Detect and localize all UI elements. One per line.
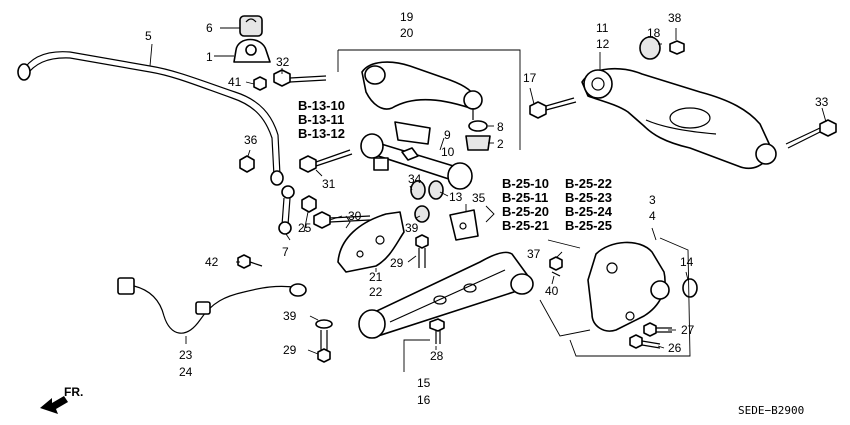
- reference-group-lower: B-25-10 B-25-11 B-25-20 B-25-21 B-25-22 …: [502, 176, 613, 233]
- callout-2: 2: [497, 137, 504, 151]
- callout-20: 20: [400, 26, 414, 40]
- callout-41: 41: [228, 75, 242, 89]
- knuckle: [587, 241, 670, 332]
- stabilizer-link: [278, 185, 295, 235]
- boot-8: [468, 120, 488, 132]
- stabilizer-bushing: [239, 15, 263, 37]
- bolt-14: [682, 278, 698, 298]
- cap-18: [639, 36, 661, 60]
- bushing-34: [410, 180, 426, 200]
- bolt-42: [237, 254, 263, 269]
- bolt-26: [629, 334, 661, 349]
- callout-16: 16: [417, 393, 431, 407]
- callout-9: 9: [444, 128, 451, 142]
- ref-b-13-12: B-13-12: [298, 126, 345, 141]
- callout-5: 5: [145, 29, 152, 43]
- diagram-code: SEDE−B2900: [738, 404, 804, 417]
- callout-14: 14: [680, 255, 694, 269]
- callout-32: 32: [276, 55, 290, 69]
- ref-b-25-22: B-25-22: [565, 176, 612, 191]
- washer-39-lower: [315, 319, 333, 329]
- ref-b-25-20: B-25-20: [502, 204, 549, 219]
- callout-12: 12: [596, 37, 610, 51]
- callout-30: 30: [348, 209, 362, 223]
- flange-bolt-41: [253, 76, 267, 91]
- callout-35: 35: [472, 191, 486, 205]
- callout-29-lower: 29: [283, 343, 297, 357]
- upper-arm: [361, 61, 483, 120]
- pin-40: [551, 271, 561, 277]
- leader-lines: [149, 27, 827, 372]
- callout-36: 36: [244, 133, 258, 147]
- callout-39-lower: 39: [283, 309, 297, 323]
- callout-numbers: 1 2 3 4 5 6 7 8 9 10 11 12 13 14 15 16 1…: [145, 10, 829, 407]
- ref-b-25-23: B-25-23: [565, 190, 612, 205]
- nut-25: [301, 195, 317, 213]
- callout-3: 3: [649, 193, 656, 207]
- bolt-17: [529, 97, 577, 119]
- trailing-arm: [581, 67, 777, 170]
- bolt-28: [429, 318, 445, 344]
- callout-28: 28: [430, 349, 444, 363]
- callout-6: 6: [206, 21, 213, 35]
- bolt-27: [643, 322, 672, 337]
- nut-37: [549, 256, 563, 271]
- ref-b-25-25: B-25-25: [565, 218, 612, 233]
- callout-25: 25: [298, 221, 312, 235]
- reference-group-upper: B-13-10 B-13-11 B-13-12: [298, 98, 345, 141]
- bolt-29-upper: [415, 234, 429, 268]
- bushing-13: [428, 180, 444, 200]
- stabilizer-bar: [17, 51, 284, 186]
- callout-34: 34: [408, 172, 422, 186]
- bolt-33: [785, 119, 837, 149]
- bolt-29-lower: [317, 330, 331, 363]
- ref-b-25-10: B-25-10: [502, 176, 549, 191]
- bracket-35: [449, 209, 479, 241]
- callout-38: 38: [668, 11, 682, 25]
- callout-11: 11: [596, 21, 609, 35]
- bushing-2: [465, 135, 491, 151]
- callout-29-upper: 29: [390, 256, 404, 270]
- compensator-arm: [360, 121, 473, 190]
- bushing-39-upper: [414, 205, 430, 223]
- stabilizer-bracket: [233, 38, 271, 63]
- nut-36: [239, 155, 255, 173]
- bolt-38: [669, 40, 685, 55]
- ref-b-25-21: B-25-21: [502, 218, 549, 233]
- callout-27: 27: [681, 323, 695, 337]
- callout-42: 42: [205, 255, 219, 269]
- callout-39-upper: 39: [405, 221, 419, 235]
- callout-23: 23: [179, 348, 193, 362]
- abs-sensor-harness: [117, 277, 307, 334]
- trailing-bracket: [337, 211, 405, 273]
- callout-22: 22: [369, 285, 383, 299]
- callout-31: 31: [322, 177, 336, 191]
- callout-26: 26: [668, 341, 682, 355]
- callout-10: 10: [441, 145, 455, 159]
- callout-13: 13: [449, 190, 463, 204]
- callout-1: 1: [206, 50, 213, 64]
- ref-b-25-11: B-25-11: [502, 190, 548, 205]
- callout-18: 18: [647, 26, 661, 40]
- callout-37: 37: [527, 247, 541, 261]
- ref-b-13-11: B-13-11: [298, 112, 344, 127]
- lower-arm: [358, 251, 534, 339]
- bolt-31: [299, 149, 353, 173]
- callout-4: 4: [649, 209, 656, 223]
- callout-19: 19: [400, 10, 414, 24]
- front-direction-label: FR.: [64, 385, 83, 399]
- callout-15: 15: [417, 376, 431, 390]
- ref-b-25-24: B-25-24: [565, 204, 613, 219]
- callout-7: 7: [282, 245, 289, 259]
- callout-24: 24: [179, 365, 193, 379]
- callout-33: 33: [815, 95, 829, 109]
- callout-17: 17: [523, 71, 537, 85]
- ref-b-13-10: B-13-10: [298, 98, 345, 113]
- callout-21: 21: [369, 270, 383, 284]
- callout-40: 40: [545, 284, 559, 298]
- front-direction-arrow: [40, 396, 68, 414]
- callout-8: 8: [497, 120, 504, 134]
